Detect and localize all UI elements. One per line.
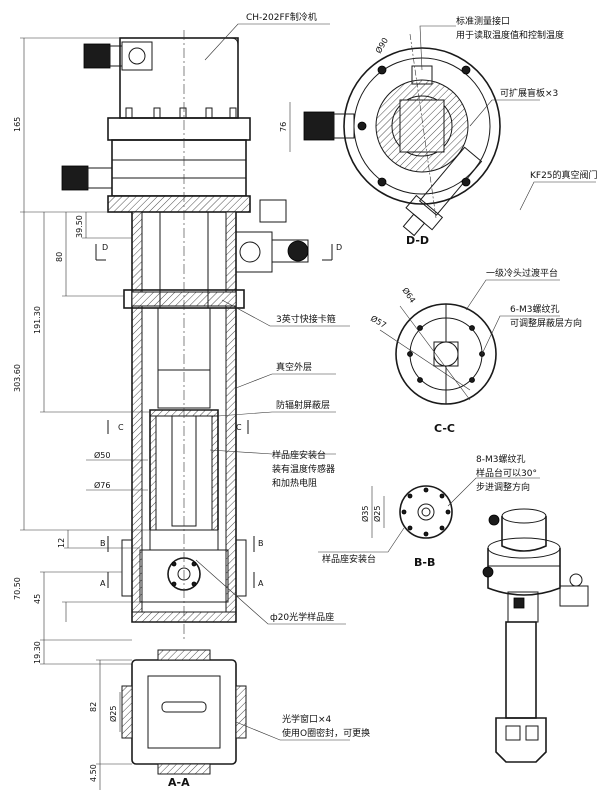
cooler-body <box>119 37 239 119</box>
section-markers <box>95 244 333 588</box>
dim-12: 12 <box>57 538 66 548</box>
title-cc: C-C <box>434 422 455 435</box>
cooler-connector-side <box>61 165 89 191</box>
label-valve: KF25的真空阀门 <box>530 169 598 181</box>
dd-connector <box>303 111 335 141</box>
vacuum-valve <box>235 199 309 273</box>
dim-303: 303.60 <box>13 364 22 392</box>
label-blind-plate: 可扩展盲板×3 <box>500 87 558 99</box>
label-vacuum-shell: 真空外层 <box>276 361 312 373</box>
marker-c-left: C <box>118 423 124 432</box>
optical-window-left <box>121 539 133 597</box>
marker-b-left: B <box>100 539 106 548</box>
dim-d76: Ø76 <box>94 480 110 490</box>
dim-d57: Ø57 <box>369 313 388 330</box>
dimension-lines-left <box>20 37 150 665</box>
dim-39: 39.50 <box>75 215 84 238</box>
iso-connector-1 <box>488 514 500 526</box>
label-mount-1: 样品座安装台 <box>272 449 326 461</box>
marker-a-right: A <box>258 579 264 588</box>
dim-70: 70.50 <box>13 577 22 600</box>
main-section-view <box>61 30 309 640</box>
label-mount-2: 装有温度传感器 <box>272 463 335 475</box>
top-flange <box>107 117 251 141</box>
label-m3-holes8-2: 样品台可以30° <box>476 467 537 479</box>
label-std-port-1: 标准测量接口 <box>456 15 510 27</box>
label-m3-holes-1: 6-M3螺纹孔 <box>510 303 559 315</box>
dim-d50: Ø50 <box>94 450 110 460</box>
view-cc <box>379 279 560 405</box>
cooler-connector-top <box>83 43 111 69</box>
dim-76-dd: 76 <box>279 122 288 132</box>
label-m3-holes8-3: 步进调整方向 <box>476 481 530 493</box>
marker-d-left: D <box>102 243 108 252</box>
dim-191: 191.30 <box>33 306 42 334</box>
label-clamp: 3英寸快接卡箍 <box>276 313 336 325</box>
title-dd: D-D <box>406 234 429 247</box>
iso-connector-2 <box>482 566 494 578</box>
label-radiation-shield: 防辐射屏蔽层 <box>276 399 330 411</box>
dim-165: 165 <box>13 117 22 132</box>
label-cooler: CH-202FF制冷机 <box>246 11 317 23</box>
marker-b-right: B <box>258 539 264 548</box>
dim-d64: Ø64 <box>400 285 418 304</box>
dim-450: 4.50 <box>89 764 98 782</box>
dim-d25-bb: Ø25 <box>372 506 382 522</box>
marker-c-right: C <box>236 423 242 432</box>
optical-window-right <box>235 539 247 597</box>
label-m3-holes8-1: 8-M3螺纹孔 <box>476 453 525 465</box>
view-bb <box>318 477 540 553</box>
dim-d25-aa: Ø25 <box>108 706 118 722</box>
marker-a-left: A <box>100 579 106 588</box>
marker-d-right: D <box>336 243 342 252</box>
label-window-2: 使用O圈密封，可更换 <box>282 727 370 739</box>
label-optical-seat: ф20光学样品座 <box>270 611 334 623</box>
label-window-1: 光学窗口×4 <box>282 713 332 725</box>
isometric-view <box>482 508 589 763</box>
dim-d35: Ø35 <box>360 506 370 522</box>
dim-19: 19.30 <box>33 641 42 664</box>
title-aa: A-A <box>168 776 190 789</box>
dim-82: 82 <box>89 702 98 712</box>
dim-80: 80 <box>55 252 64 262</box>
view-dd <box>289 25 596 237</box>
dim-d90: Ø90 <box>373 36 390 55</box>
flange-bolts <box>125 107 237 119</box>
dim-45: 45 <box>33 594 42 604</box>
iso-sample-chamber <box>495 717 547 763</box>
vacuum-outer-shell <box>131 212 237 623</box>
iso-tube <box>505 621 537 719</box>
label-stage1-platform: 一级冷头过渡平台 <box>486 267 558 279</box>
label-std-port-2: 用于读取温度值和控制温度 <box>456 29 564 41</box>
leader-lines-main <box>195 23 350 625</box>
view-aa <box>96 649 350 790</box>
label-m3-holes-2: 可调整屏蔽层方向 <box>510 317 582 329</box>
label-mount-3: 和加热电阻 <box>272 477 317 489</box>
title-bb: B-B <box>414 556 435 569</box>
label-sample-mount: 样品座安装台 <box>322 553 376 565</box>
